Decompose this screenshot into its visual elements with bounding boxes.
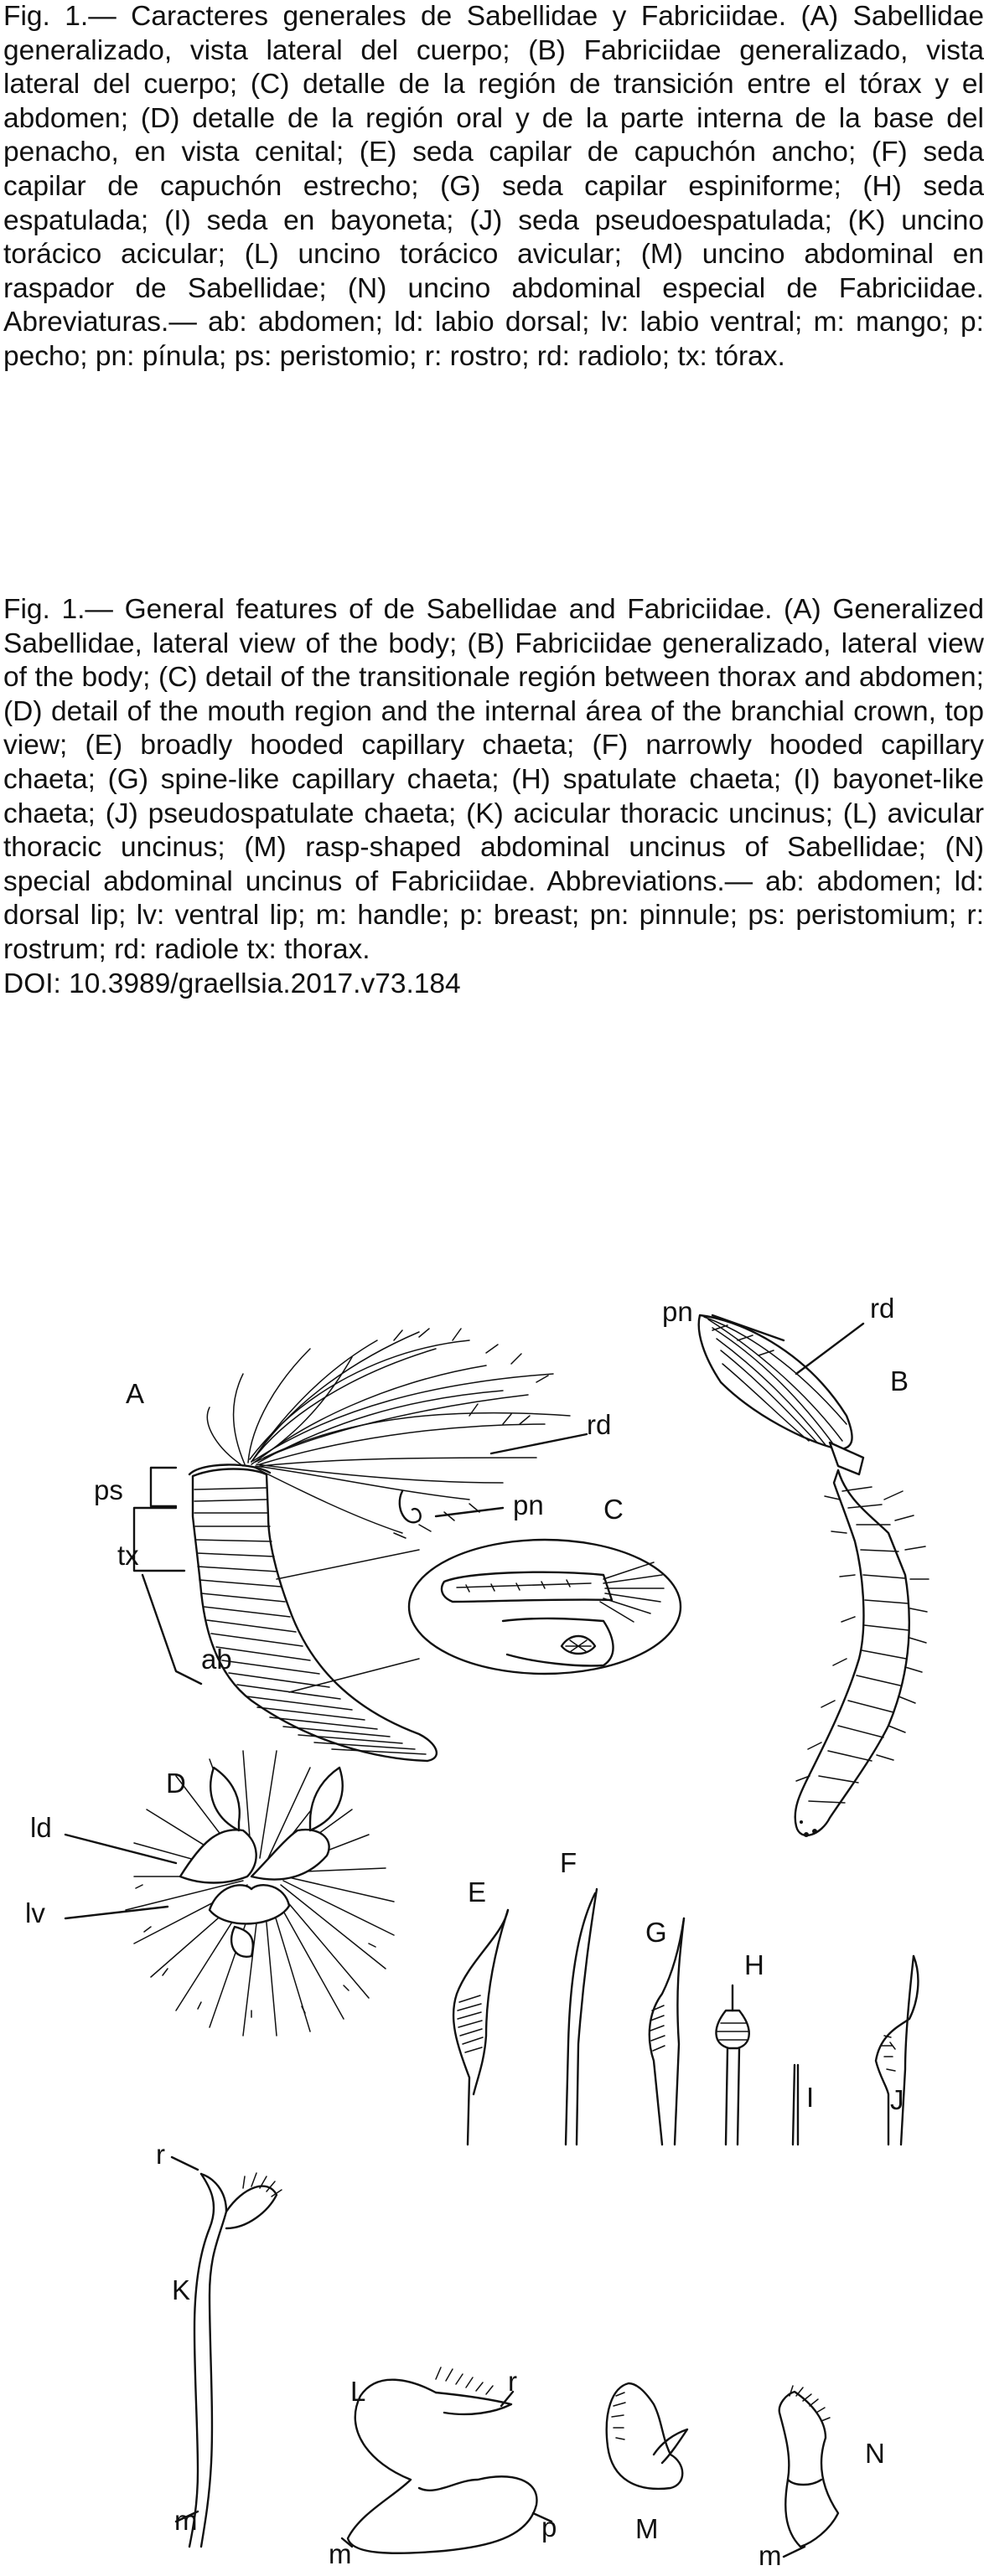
chaeta-J-drawing [874,1954,919,2146]
transition-detail-drawing [407,1538,682,1675]
label-ps: ps [94,1474,123,1505]
label-pn-A: pn [513,1489,544,1520]
label-rd-B: rd [870,1293,894,1324]
label-m-L: m [329,2538,352,2569]
panel-label-M: M [635,2513,659,2544]
label-ab: ab [201,1644,232,1675]
label-pn-B: pn [662,1296,693,1327]
caption-english-text: Fig. 1.— General features of de Sabellid… [3,594,984,965]
chaeta-F-drawing [564,1887,598,2146]
label-r-L: r [508,2366,517,2397]
panel-label-E: E [468,1877,486,1907]
panel-label-L: L [350,2376,365,2407]
doi-text: DOI: 10.3989/graellsia.2017.v73.184 [3,968,461,999]
uncinus-K-drawing [188,2172,282,2548]
panel-label-K: K [172,2274,190,2305]
panel-label-H: H [744,1949,764,1980]
uncinus-M-drawing [605,2382,689,2491]
oral-region-drawing [125,1750,395,2037]
label-p-L: p [541,2511,557,2542]
sabellidae-body-drawing [132,1328,571,1763]
chaeta-G-drawing [648,1917,686,2146]
chaeta-I-drawing [791,2063,800,2146]
panel-label-A: A [126,1378,144,1409]
panel-label-G: G [645,1917,667,1948]
panel-label-F: F [560,1847,577,1878]
label-ld: ld [30,1812,52,1843]
branchial-crown [206,1331,571,1534]
fabriciidae-body-drawing [697,1314,929,1837]
chaeta-E-drawing [452,1908,510,2146]
label-lv: lv [25,1897,45,1928]
sabellidae-body [191,1468,438,1763]
label-rd-A: rd [587,1409,611,1440]
label-m-K: m [174,2505,198,2536]
figure-caption-english: Fig. 1.— General features of de Sabellid… [3,593,984,1001]
label-m-N: m [759,2540,782,2571]
uncinus-N-drawing [778,2385,840,2548]
panel-label-I: I [806,2082,814,2113]
label-r-K: r [156,2139,165,2170]
panel-label-C: C [603,1494,624,1525]
uncinus-L-drawing [346,2367,538,2554]
body-segments [194,1487,427,1755]
figure-illustration: A B C D E F G H I J K L M N rd pn ps tx … [25,1293,929,2571]
figure-caption-spanish: Fig. 1.— Caracteres generales de Sabelli… [3,1,984,372]
panel-label-D: D [166,1768,186,1799]
chaeta-H-drawing [715,1984,750,2146]
panel-label-J: J [890,2084,904,2115]
label-tx: tx [117,1540,139,1571]
panel-label-B: B [890,1365,909,1396]
panel-label-N: N [865,2438,885,2469]
